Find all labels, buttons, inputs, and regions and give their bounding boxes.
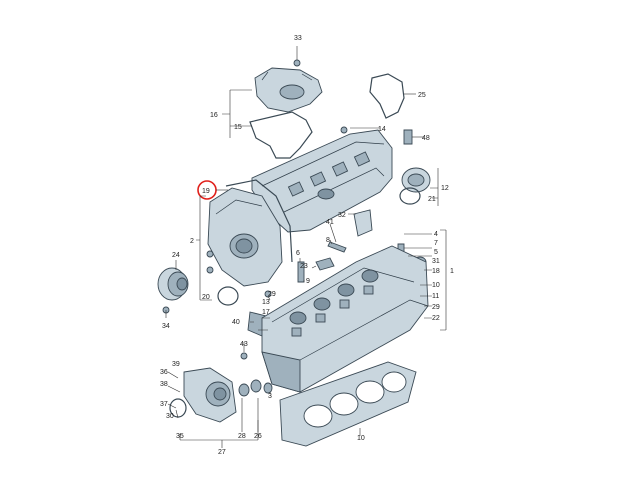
callout-33: 33 <box>294 35 302 42</box>
callout-34: 34 <box>162 323 170 330</box>
callout-23: 23 <box>300 263 308 270</box>
callout-27: 27 <box>218 449 226 456</box>
cylinder-head-gasket <box>279 361 417 447</box>
cylinder-head-cover <box>251 129 393 233</box>
callout-36: 36 <box>160 369 168 376</box>
callout-35: 35 <box>176 433 184 440</box>
callout-43: 43 <box>240 341 248 348</box>
callout-9: 9 <box>306 278 310 285</box>
callout-22: 22 <box>432 315 440 322</box>
oil-separator-part <box>254 67 323 113</box>
callout-29-right: 29 <box>432 304 440 311</box>
callout-10: 10 <box>357 435 365 442</box>
callout-19: 19 <box>202 188 210 195</box>
callout-14: 14 <box>378 126 386 133</box>
callout-48: 48 <box>422 135 430 142</box>
o-ring-20 <box>217 286 239 306</box>
callout-40: 40 <box>232 319 240 326</box>
timing-side-cover <box>207 187 283 287</box>
callout-26: 26 <box>254 433 262 440</box>
callout-13: 13 <box>262 299 270 306</box>
callout-28: 28 <box>238 433 246 440</box>
callout-6: 6 <box>296 250 300 257</box>
callout-37: 37 <box>160 401 168 408</box>
callout-10-right: 10 <box>432 282 440 289</box>
callout-15: 15 <box>234 124 242 131</box>
leader-lines <box>165 89 447 448</box>
cylinder-head <box>261 245 429 393</box>
callout-38: 38 <box>160 381 168 388</box>
callout-8: 8 <box>326 237 330 244</box>
callout-17: 17 <box>262 309 270 316</box>
callout-7: 7 <box>434 240 438 247</box>
pump-housing <box>169 367 273 423</box>
camshaft-adjuster <box>157 267 189 301</box>
callout-1: 1 <box>450 268 454 275</box>
callout-41: 41 <box>326 219 334 226</box>
callout-labels: 33 25 16 15 14 48 19 12 21 2 32 41 8 1 4… <box>160 35 454 456</box>
callout-2: 2 <box>190 238 194 245</box>
callout-18: 18 <box>432 268 440 275</box>
callout-5: 5 <box>434 249 438 256</box>
side-cover-gasket <box>225 179 293 263</box>
callout-31: 31 <box>432 258 440 265</box>
callout-11: 11 <box>432 293 439 300</box>
callout-16: 16 <box>210 112 218 119</box>
callout-39: 39 <box>172 361 180 368</box>
oil-filler-cap <box>399 167 431 205</box>
callout-20: 20 <box>202 294 210 301</box>
callout-29: 29 <box>268 291 276 298</box>
callout-3: 3 <box>268 393 272 400</box>
callout-24: 24 <box>172 252 180 259</box>
callout-32: 32 <box>338 212 346 219</box>
seal-gasket-25 <box>369 73 405 119</box>
callout-4: 4 <box>434 231 438 238</box>
callout-25: 25 <box>418 92 426 99</box>
callout-30: 30 <box>166 413 174 420</box>
callout-12: 12 <box>441 185 449 192</box>
breather-gasket <box>249 111 313 159</box>
callout-21: 21 <box>428 196 436 203</box>
